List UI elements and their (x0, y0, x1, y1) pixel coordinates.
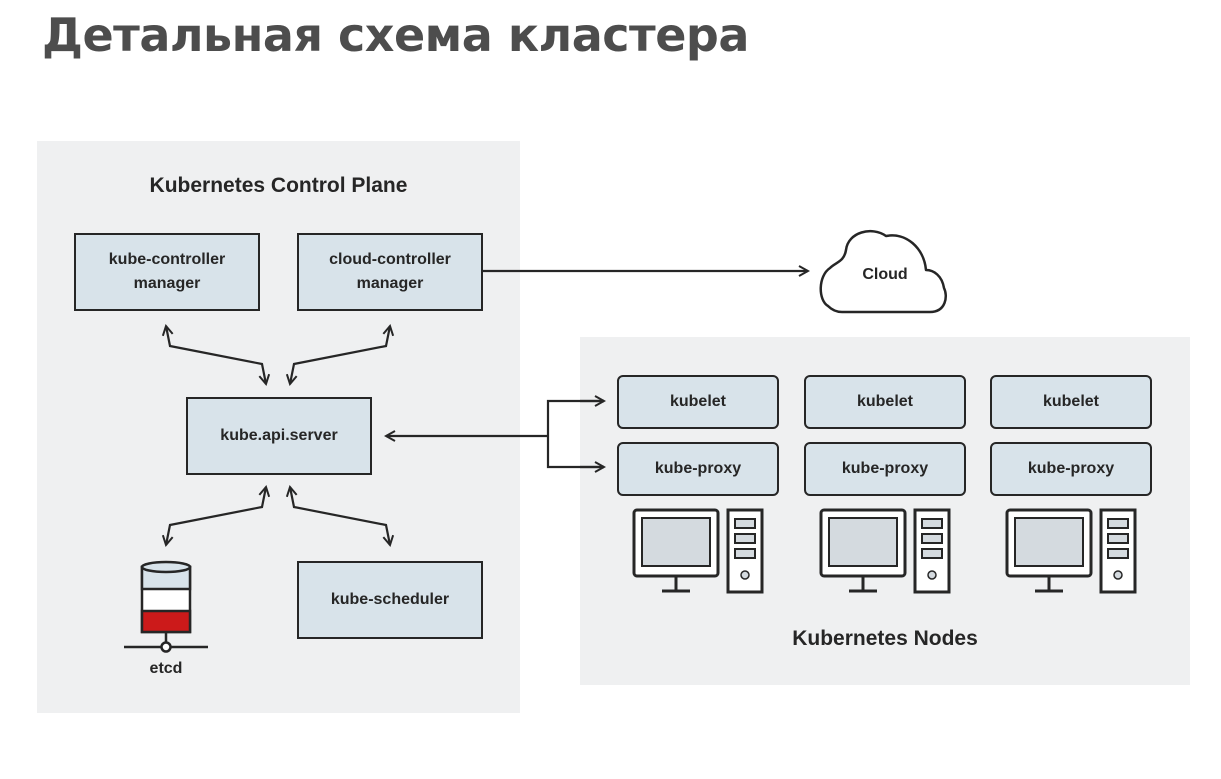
node-2-kubelet-label: kubelet (856, 393, 913, 410)
node-3-kube-proxy-box[interactable]: kube-proxy (990, 442, 1152, 496)
server-tower-icon (726, 508, 764, 594)
node-1-kube-proxy-label: kube-proxy (654, 460, 742, 477)
node-1-computer (632, 508, 764, 594)
cloud-controller-manager-box[interactable]: cloud-controller manager (297, 233, 483, 311)
page-title: Детальная схема кластера (42, 8, 749, 62)
node-3-kubelet-label: kubelet (1042, 393, 1099, 410)
kube-api-server-box[interactable]: kube.api.server (186, 397, 372, 475)
kube-scheduler-box[interactable]: kube-scheduler (297, 561, 483, 639)
monitor-icon (1005, 508, 1093, 593)
etcd-label: etcd (149, 660, 183, 677)
node-2-kubelet-box[interactable]: kubelet (804, 375, 966, 429)
node-2-computer (819, 508, 951, 594)
server-tower-icon (913, 508, 951, 594)
server-tower-icon (1099, 508, 1137, 594)
cloud-controller-manager-label: cloud-controller manager (329, 251, 451, 292)
kube-scheduler-label: kube-scheduler (330, 591, 450, 608)
cloud-label: Cloud (862, 266, 908, 283)
kube-controller-manager-box[interactable]: kube-controller manager (74, 233, 260, 311)
arrow-api-scheduler (290, 487, 390, 545)
node-3-kubelet-box[interactable]: kubelet (990, 375, 1152, 429)
node-3-kube-proxy-label: kube-proxy (1027, 460, 1115, 477)
node-2-kube-proxy-label: kube-proxy (841, 460, 929, 477)
nodes-title: Kubernetes Nodes (792, 627, 978, 650)
arrow-nodes-bracket (546, 399, 604, 469)
arrow-cloud-controller-api (290, 326, 390, 384)
node-1-kubelet-box[interactable]: kubelet (617, 375, 779, 429)
kube-controller-manager-label: kube-controller manager (108, 251, 226, 292)
node-3-computer (1005, 508, 1137, 594)
node-2-kube-proxy-box[interactable]: kube-proxy (804, 442, 966, 496)
arrow-api-etcd (166, 487, 266, 545)
control-plane-title: Kubernetes Control Plane (149, 174, 408, 197)
database-icon (124, 560, 208, 653)
kube-api-server-label: kube.api.server (220, 427, 338, 444)
node-1-kube-proxy-box[interactable]: kube-proxy (617, 442, 779, 496)
cloud-icon (819, 230, 947, 314)
monitor-icon (819, 508, 907, 593)
arrow-controller-api (166, 326, 266, 384)
monitor-icon (632, 508, 720, 593)
node-1-kubelet-label: kubelet (669, 393, 726, 410)
